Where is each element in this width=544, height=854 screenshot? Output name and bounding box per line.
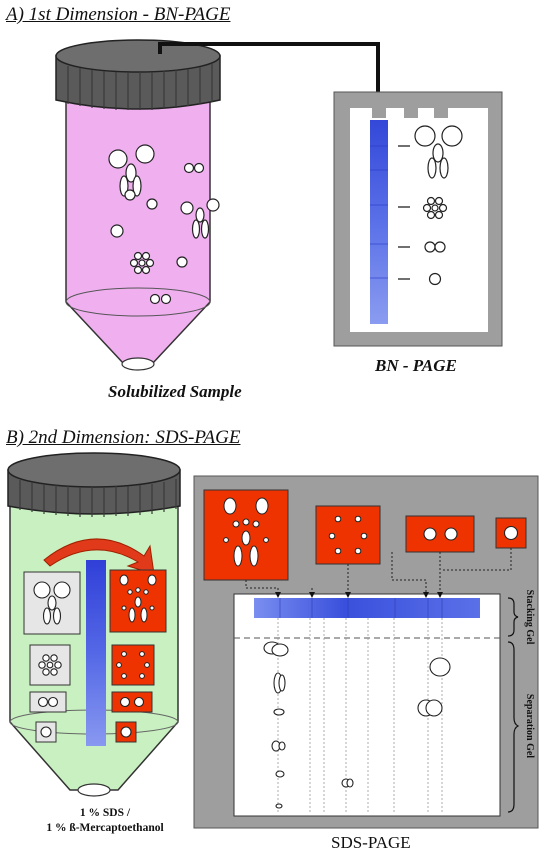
sds-tube-b (8, 453, 180, 796)
gel-band-hexamer (424, 198, 447, 219)
bn-page-gel (334, 92, 502, 346)
sds-page-gel (194, 476, 538, 828)
sample-tube-a (56, 40, 220, 370)
gel-band-monomer (430, 274, 441, 285)
stacking-gel-label: Stacking Gel (524, 590, 535, 645)
hexamer-complex (131, 253, 154, 274)
separation-gel-label: Separation Gel (524, 694, 535, 758)
sds-horizontal-strip (254, 598, 480, 618)
sds-tube-lane-strip (86, 560, 106, 746)
